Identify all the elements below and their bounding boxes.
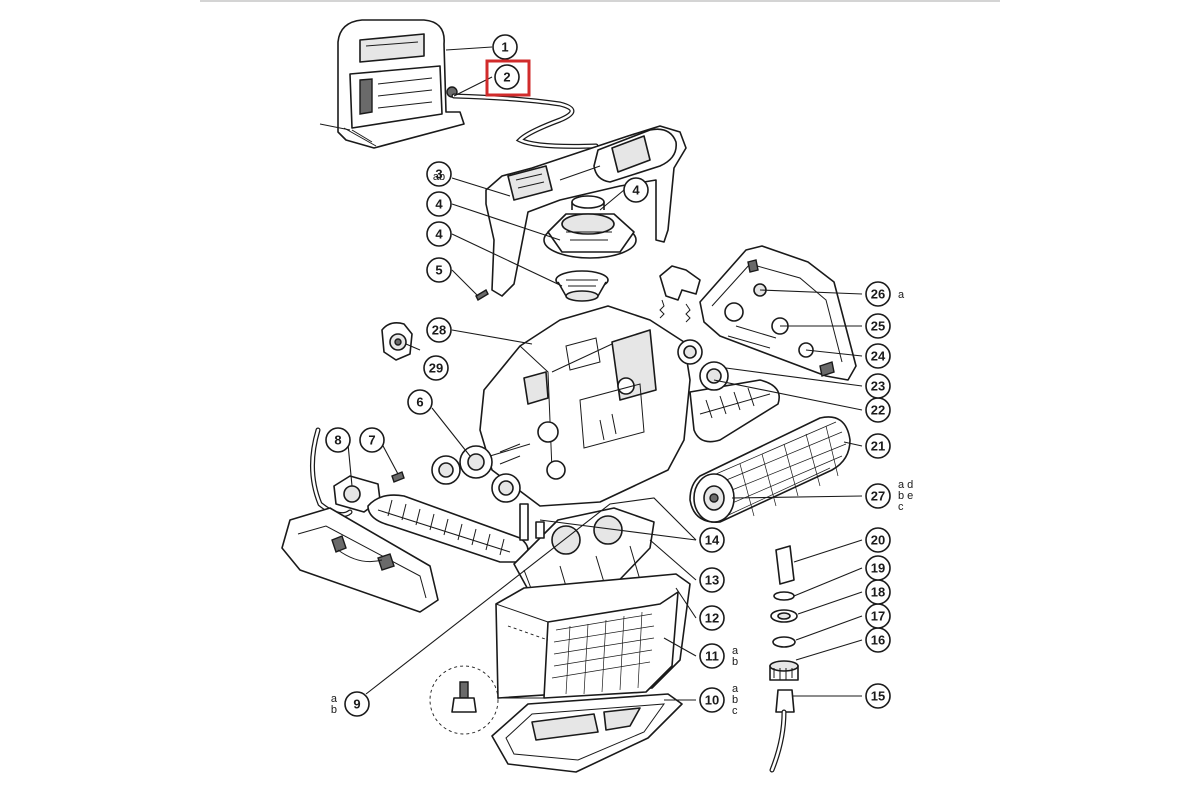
callout-variant-letters: ab	[433, 171, 445, 183]
screw	[475, 289, 489, 301]
callout-14: 14	[699, 527, 725, 553]
callout-number: 28	[432, 323, 446, 338]
right-track	[689, 379, 780, 443]
callout-number: 26	[871, 287, 885, 302]
callout-number: 9	[353, 697, 360, 712]
callout-number: 18	[871, 585, 885, 600]
callout-number: 20	[871, 533, 885, 548]
callout-number: 3	[435, 167, 442, 182]
callout-number: 1	[501, 40, 508, 55]
callout-23: 23	[865, 373, 891, 399]
callout-16: 16	[865, 627, 891, 653]
callout-number: 23	[871, 379, 885, 394]
callout-number: 24	[871, 349, 886, 364]
callout-number: 7	[368, 433, 375, 448]
impeller-assembly	[543, 195, 637, 302]
callout-28: 28	[426, 317, 452, 343]
callout-6: 6	[407, 389, 433, 415]
callout-12: 12	[699, 605, 725, 631]
handle	[485, 125, 687, 297]
callout-5: 5	[426, 257, 452, 283]
callout-number: 4	[435, 227, 443, 242]
callout-number: 13	[705, 573, 719, 588]
callout-number: 17	[871, 609, 885, 624]
callout-number: 21	[871, 439, 885, 454]
callout-4: 4	[623, 177, 649, 203]
callout-15: 15	[865, 683, 891, 709]
clip-and-springs	[659, 265, 701, 323]
callout-number: 22	[871, 403, 885, 418]
callout-number: 25	[871, 319, 885, 334]
callout-2-highlighted: 2	[494, 64, 520, 90]
filter-basket	[495, 573, 691, 699]
right-side-plate	[699, 245, 857, 381]
callout-variant-letters: a	[898, 289, 905, 301]
callout-8: 8	[325, 427, 351, 453]
top-divider	[200, 0, 1000, 2]
callout-25: 25	[865, 313, 891, 339]
callout-19: 19	[865, 555, 891, 581]
callout-number: 4	[435, 197, 443, 212]
callout-1: 1	[492, 34, 518, 60]
brush-roller	[689, 416, 851, 523]
connector-pin	[519, 503, 545, 541]
callout-22: 22	[865, 397, 891, 423]
callout-26: 26 a	[865, 281, 905, 307]
power-supply	[319, 19, 465, 149]
callout-21: 21	[865, 433, 891, 459]
drive-wheels	[677, 339, 729, 391]
callout-18: 18	[865, 579, 891, 605]
callout-number: 11	[705, 649, 719, 664]
bottom-tray	[491, 693, 683, 773]
callout-7: 7	[359, 427, 385, 453]
swivel-stack	[769, 545, 799, 773]
callout-number: 10	[705, 693, 719, 708]
callout-number: 29	[429, 361, 443, 376]
callout-number: 15	[871, 689, 885, 704]
callout-4: 4	[426, 191, 452, 217]
motor-housing	[479, 305, 691, 507]
callout-3: 3ab	[426, 161, 452, 187]
highlight-box	[485, 59, 531, 97]
callout-number: 6	[416, 395, 423, 410]
swivel-plate	[381, 322, 413, 361]
bolt	[391, 471, 405, 483]
callout-number: 2	[503, 70, 510, 85]
callout-17: 17	[865, 603, 891, 629]
callout-29: 29	[423, 355, 449, 381]
callout-number: 5	[435, 263, 442, 278]
power-cable	[451, 93, 599, 149]
callout-number: 8	[334, 433, 341, 448]
callout-number: 27	[871, 489, 885, 504]
valve-detail	[429, 665, 499, 735]
callout-number: 16	[871, 633, 885, 648]
callout-13: 13	[699, 567, 725, 593]
callout-number: 4	[632, 183, 640, 198]
drive-gears	[431, 443, 531, 503]
callout-20: 20	[865, 527, 891, 553]
callout-4: 4	[426, 221, 452, 247]
callout-24: 24	[865, 343, 891, 369]
callout-number: 12	[705, 611, 719, 626]
callout-number: 19	[871, 561, 885, 576]
callout-number: 14	[705, 533, 720, 548]
